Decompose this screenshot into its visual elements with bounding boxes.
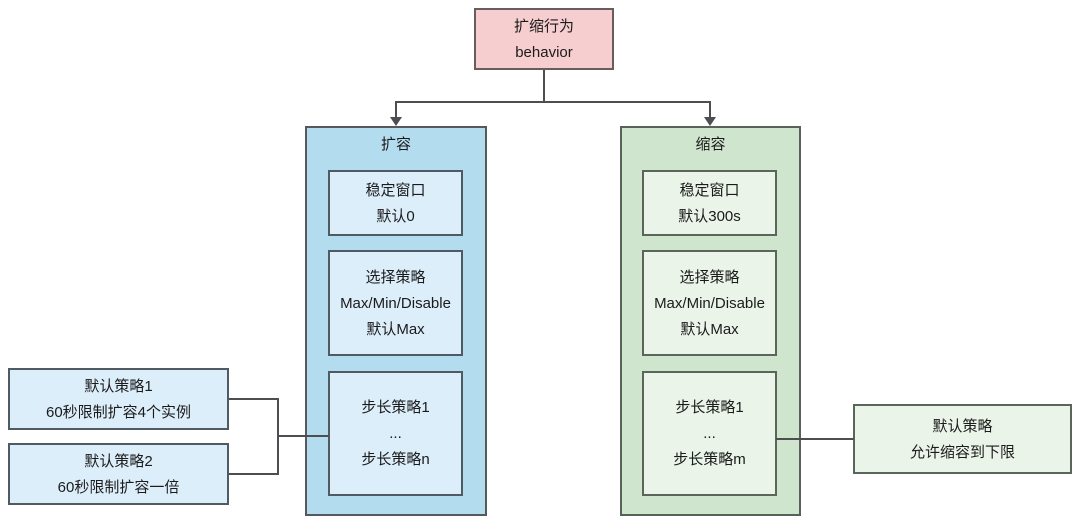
node-line2: ... (389, 425, 402, 442)
container-scale-up-title: 扩容 (380, 136, 411, 153)
node-scale-up-step-policies: 步长策略1 ... 步长策略n (328, 371, 463, 496)
arrowhead-to-scale-up (390, 117, 402, 126)
arrowhead-to-scale-down (704, 117, 716, 126)
node-behavior: 扩缩行为 behavior (474, 8, 614, 70)
connector-left-to-step-policies (277, 435, 329, 437)
node-line3: 默认Max (366, 320, 425, 338)
node-line1: 选择策略 (365, 268, 426, 286)
node-line1: 步长策略1 (675, 399, 744, 416)
node-default-policy-1: 默认策略1 60秒限制扩容4个实例 (8, 368, 229, 430)
node-scale-up-stabilization-window: 稳定窗口 默认0 (328, 170, 463, 236)
connector-fork-bar (395, 101, 711, 103)
node-line1: 步长策略1 (361, 399, 430, 416)
node-line1: 默认策略 (932, 417, 993, 435)
node-line2: 60秒限制扩容4个实例 (45, 403, 192, 421)
node-line1: 选择策略 (679, 268, 740, 286)
node-line1: 稳定窗口 (679, 181, 740, 199)
container-scale-down-title: 缩容 (695, 136, 726, 153)
node-line2: 默认0 (376, 207, 415, 225)
node-line2: 默认300s (678, 207, 741, 225)
node-line2: 60秒限制扩容一倍 (57, 478, 180, 496)
connector-default-policy-1 (229, 398, 279, 400)
node-line2: Max/Min/Disable (654, 294, 765, 312)
node-scale-up-select-policy: 选择策略 Max/Min/Disable 默认Max (328, 250, 463, 356)
node-line3: 步长策略n (361, 451, 430, 468)
node-line1: 稳定窗口 (365, 181, 426, 199)
node-line3: 默认Max (680, 320, 739, 338)
connector-fork-right-drop (709, 101, 711, 117)
node-line1: 默认策略1 (84, 377, 153, 395)
node-line3: 步长策略m (673, 451, 746, 468)
node-scale-down-stabilization-window: 稳定窗口 默认300s (642, 170, 777, 236)
node-default-policy-2: 默认策略2 60秒限制扩容一倍 (8, 443, 229, 505)
node-line2: Max/Min/Disable (340, 294, 451, 312)
connector-default-policy-2 (229, 473, 279, 475)
connector-fork-left-drop (395, 101, 397, 117)
node-scale-down-select-policy: 选择策略 Max/Min/Disable 默认Max (642, 250, 777, 356)
node-behavior-line2: behavior (515, 43, 573, 61)
connector-right-to-default-policy (776, 438, 854, 440)
connector-root-vertical (543, 70, 545, 103)
node-line2: 允许缩容到下限 (909, 443, 1015, 461)
node-scale-down-step-policies: 步长策略1 ... 步长策略m (642, 371, 777, 496)
node-behavior-line1: 扩缩行为 (513, 17, 574, 35)
node-default-policy-scale-down: 默认策略 允许缩容到下限 (853, 404, 1072, 474)
node-line1: 默认策略2 (84, 452, 153, 470)
node-line2: ... (703, 425, 716, 442)
